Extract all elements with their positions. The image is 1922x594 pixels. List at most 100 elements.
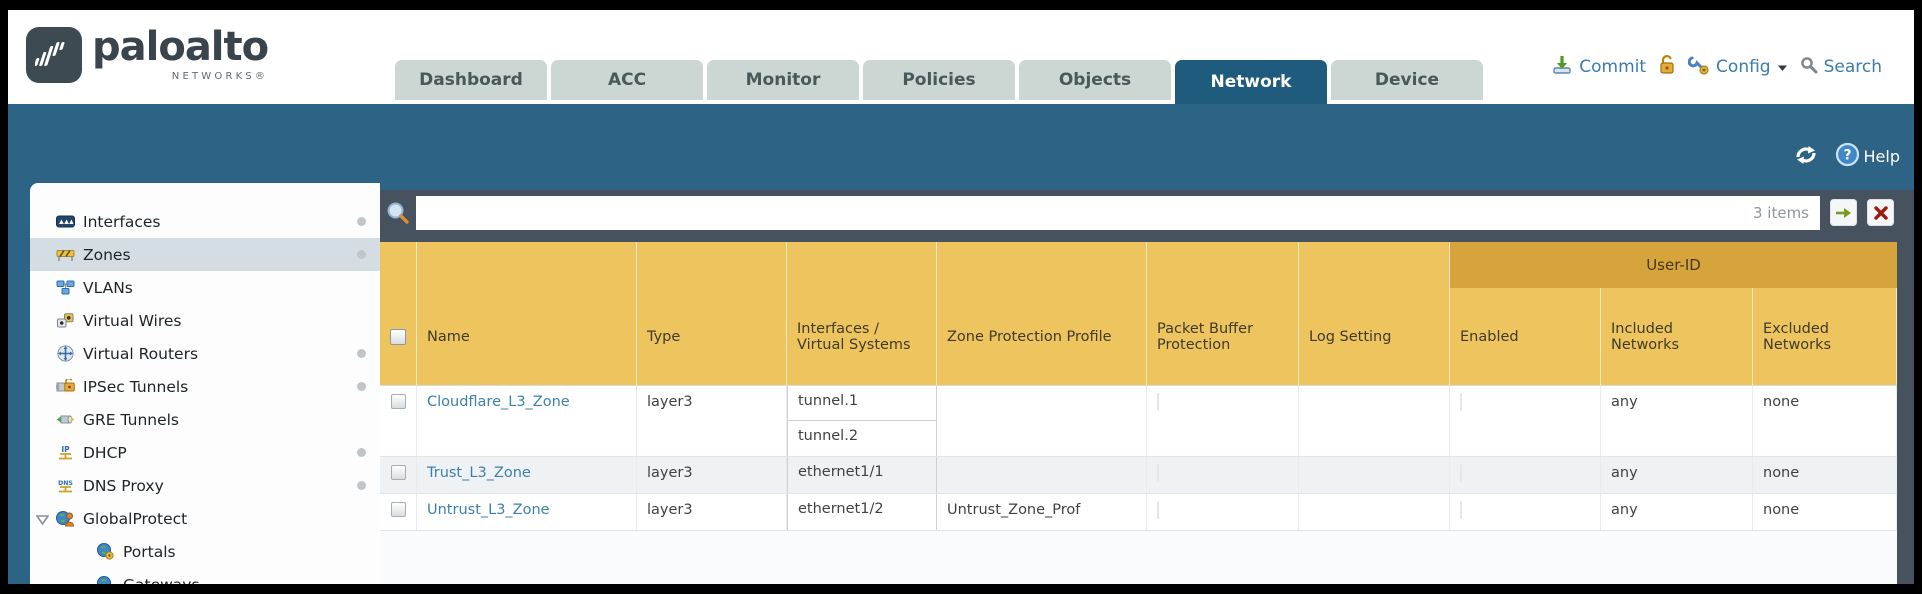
vlans-icon (56, 280, 75, 296)
sidebar-item-label: Virtual Routers (83, 344, 199, 363)
row-select-cell (380, 494, 417, 530)
interface-item: tunnel.1 (788, 386, 936, 421)
sidebar-item-gre-tunnels[interactable]: GRE Tunnels (30, 403, 380, 436)
table-footer-space (380, 531, 1897, 584)
filter-search-icon (386, 201, 410, 225)
column-header-included-networks[interactable]: Included Networks (1601, 288, 1753, 385)
sidebar-item-label: DHCP (83, 443, 127, 462)
column-header-type[interactable]: Type (637, 242, 787, 385)
sidebar-item-dns-proxy[interactable]: DNS DNS Proxy (30, 469, 380, 502)
zone-name-cell: Trust_L3_Zone (417, 457, 637, 493)
search-button[interactable]: Search (1800, 56, 1882, 79)
utility-bar: Commit Config (1551, 54, 1882, 80)
excluded-networks-cell: none (1753, 457, 1897, 493)
tab-policies[interactable]: Policies (863, 60, 1015, 100)
log-setting-cell (1299, 457, 1450, 493)
commit-button[interactable]: Commit (1551, 55, 1646, 80)
sidebar-item-vlans[interactable]: VLANs (30, 271, 380, 304)
zone-type-cell: layer3 (637, 386, 787, 456)
config-menu[interactable]: Config (1687, 55, 1788, 80)
select-all-checkbox[interactable] (390, 328, 406, 345)
lock-icon[interactable] (1658, 54, 1676, 80)
help-button[interactable]: ? Help (1835, 142, 1900, 171)
sidebar-item-label: GlobalProtect (83, 509, 188, 528)
sidebar-item-portals[interactable]: Portals (30, 535, 380, 568)
apply-filter-button[interactable] (1830, 199, 1857, 226)
gre-tunnels-icon (56, 412, 75, 428)
dns-proxy-icon: DNS (56, 478, 75, 494)
section-banner: ? Help (8, 104, 1914, 190)
sidebar-item-label: Portals (123, 542, 176, 561)
sidebar-item-virtual-routers[interactable]: Virtual Routers (30, 337, 380, 370)
user-id-enabled-checkbox[interactable] (1460, 501, 1462, 519)
zone-protection-cell (937, 386, 1147, 456)
packet-buffer-checkbox[interactable] (1157, 501, 1159, 519)
zones-table: Name Type Interfaces / Virtual Systems Z… (380, 242, 1897, 531)
brand-name: paloalto (92, 24, 269, 70)
tab-objects[interactable]: Objects (1019, 60, 1171, 100)
table-row: Untrust_L3_Zone layer3 ethernet1/2 Untru… (380, 494, 1897, 531)
sidebar-item-interfaces[interactable]: Interfaces (30, 205, 380, 238)
clear-filter-button[interactable] (1867, 199, 1894, 226)
row-select-checkbox[interactable] (390, 465, 406, 480)
filter-input[interactable]: 3 items (416, 195, 1820, 230)
dhcp-icon: IP (56, 445, 75, 461)
config-label: Config (1716, 57, 1771, 77)
row-select-checkbox[interactable] (390, 394, 406, 409)
virtual-routers-icon (56, 345, 75, 362)
items-count: 3 items (1752, 203, 1809, 222)
interfaces-cell: tunnel.1 tunnel.2 (787, 386, 937, 456)
user-id-enabled-checkbox[interactable] (1460, 464, 1462, 482)
column-header-zone-protection[interactable]: Zone Protection Profile (937, 242, 1147, 385)
tab-device[interactable]: Device (1331, 60, 1483, 100)
zones-icon (56, 247, 75, 263)
user-id-enabled-cell (1450, 457, 1601, 493)
zone-name-link[interactable]: Untrust_L3_Zone (427, 502, 550, 518)
sidebar-item-label: IPSec Tunnels (83, 377, 189, 396)
refresh-icon[interactable] (1793, 144, 1819, 170)
status-dot (357, 250, 366, 259)
sidebar-item-virtual-wires[interactable]: Virtual Wires (30, 304, 380, 337)
header-select-cell (380, 242, 417, 385)
column-header-enabled[interactable]: Enabled (1450, 288, 1601, 385)
tree-expander-icon[interactable] (35, 512, 50, 526)
paloalto-logo-icon (26, 27, 82, 83)
tab-dashboard[interactable]: Dashboard (395, 60, 547, 100)
gateways-icon (96, 576, 115, 584)
tab-monitor[interactable]: Monitor (707, 60, 859, 100)
user-id-enabled-checkbox[interactable] (1460, 393, 1462, 411)
zone-name-link[interactable]: Trust_L3_Zone (427, 465, 531, 481)
interfaces-cell: ethernet1/2 (787, 494, 937, 530)
packet-buffer-checkbox[interactable] (1157, 464, 1159, 482)
zone-name-link[interactable]: Cloudflare_L3_Zone (427, 394, 570, 410)
zone-type-cell: layer3 (637, 494, 787, 530)
brand-subtitle: NETWORKS® (171, 71, 269, 82)
svg-text:IP: IP (61, 445, 70, 454)
packet-buffer-checkbox[interactable] (1157, 393, 1159, 411)
svg-text:DNS: DNS (58, 480, 73, 487)
sidebar-item-dhcp[interactable]: IP DHCP (30, 436, 380, 469)
sidebar-item-label: Virtual Wires (83, 311, 182, 330)
column-header-name[interactable]: Name (417, 242, 637, 385)
sidebar-item-zones[interactable]: Zones (30, 238, 380, 271)
ipsec-tunnels-icon (56, 379, 75, 395)
column-header-log-setting[interactable]: Log Setting (1299, 242, 1450, 385)
chevron-down-icon (1777, 57, 1788, 77)
user-id-enabled-cell (1450, 494, 1601, 530)
column-header-excluded-networks[interactable]: Excluded Networks (1753, 288, 1897, 385)
sidebar-item-ipsec-tunnels[interactable]: IPSec Tunnels (30, 370, 380, 403)
zone-name-cell: Cloudflare_L3_Zone (417, 386, 637, 456)
included-networks-cell: any (1601, 386, 1753, 456)
user-id-enabled-cell (1450, 386, 1601, 456)
row-select-checkbox[interactable] (390, 502, 406, 517)
status-dot (357, 481, 366, 490)
sidebar-item-gateways[interactable]: Gateways (30, 568, 380, 584)
commit-icon (1551, 55, 1573, 80)
column-header-interfaces[interactable]: Interfaces / Virtual Systems (787, 242, 937, 385)
svg-text:?: ? (1843, 148, 1851, 164)
tab-network[interactable]: Network (1175, 60, 1327, 104)
tab-acc[interactable]: ACC (551, 60, 703, 100)
column-header-packet-buffer[interactable]: Packet Buffer Protection (1147, 242, 1299, 385)
sidebar-item-label: DNS Proxy (83, 476, 164, 495)
sidebar-item-globalprotect[interactable]: GlobalProtect (30, 502, 380, 535)
